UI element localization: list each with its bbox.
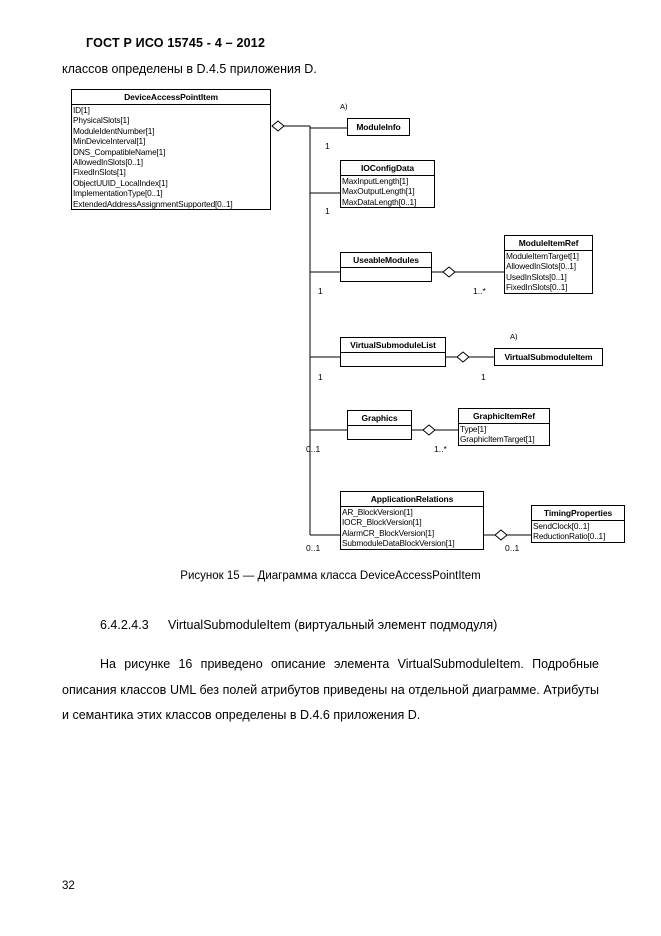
diagram-connectors <box>271 120 531 541</box>
aggregation-diamond-root <box>271 120 285 132</box>
uml-class-title: Graphics <box>361 413 398 423</box>
uml-attribute: Type[1] <box>460 424 487 434</box>
clause-title: VirtualSubmoduleItem (виртуальный элемен… <box>168 618 498 632</box>
uml-class-attributes: MaxInputLength[1] MaxOutputLength[1] Max… <box>341 175 434 207</box>
uml-attribute: SubmoduleDataBlockVersion[1] <box>342 538 455 549</box>
uml-attribute: PhysicalSlots[1] <box>73 115 130 126</box>
uml-attribute: AllowedInSlots[0..1] <box>506 261 576 272</box>
uml-attribute: GraphicItemTarget[1] <box>460 434 535 445</box>
uml-attribute: ObjectUUID_LocalIndex[1] <box>73 177 168 188</box>
uml-attribute: MaxDataLength[0..1] <box>342 196 417 207</box>
uml-class-title: ModuleItemRef <box>518 238 579 248</box>
uml-class-attributes <box>341 267 431 281</box>
uml-class-title: ModuleInfo <box>356 122 401 132</box>
uml-attribute: DNS_CompatibleName[1] <box>73 146 166 157</box>
aggregation-diamond-application-relations <box>494 529 508 541</box>
uml-class-title: DeviceAccessPointItem <box>124 92 218 102</box>
uml-attribute: AllowedInSlots[0..1] <box>73 157 143 168</box>
multiplicity-timing-properties: 0..1 <box>505 543 520 553</box>
uml-class-attributes <box>348 425 411 439</box>
aggregation-diamond-graphics <box>422 424 436 436</box>
body-paragraph: На рисунке 16 приведено описание элемент… <box>62 657 599 722</box>
uml-class-attributes: Type[1] GraphicItemTarget[1] <box>459 423 549 445</box>
multiplicity-module-info: 1 <box>325 141 330 151</box>
multiplicity-io-config-data: 1 <box>325 206 330 216</box>
uml-attribute: MinDeviceInterval[1] <box>73 136 146 147</box>
uml-attribute: AR_BlockVersion[1] <box>342 507 413 517</box>
multiplicity-graphics: 0..1 <box>306 444 321 454</box>
uml-attribute: ImplementationType[0..1] <box>73 188 163 199</box>
aggregation-diamond-virtual-submodule-list <box>456 351 470 363</box>
uml-class-VirtualSubmoduleList: VirtualSubmoduleList <box>340 337 446 367</box>
uml-attribute: IOCR_BlockVersion[1] <box>342 517 422 528</box>
uml-class-attributes <box>341 352 445 366</box>
uml-class-title: VirtualSubmoduleItem <box>504 352 593 362</box>
multiplicity-graphic-item-ref: 1..* <box>434 444 447 454</box>
note-marker-module-info: A) <box>340 102 348 111</box>
uml-attribute: ModuleIdentNumber[1] <box>73 125 155 136</box>
uml-attribute: FixedInSlots[1] <box>73 167 126 178</box>
intro-text-line: классов определены в D.4.5 приложения D. <box>62 62 317 76</box>
uml-class-attributes: ID[1] PhysicalSlots[1] ModuleIdentNumber… <box>72 104 270 209</box>
aggregation-diamond-useable-modules <box>442 266 456 278</box>
uml-class-UseableModules: UseableModules <box>340 252 432 282</box>
uml-class-title: VirtualSubmoduleList <box>350 340 436 350</box>
uml-class-diagram: DeviceAccessPointItem ID[1] PhysicalSlot… <box>0 85 661 555</box>
uml-class-attributes: AR_BlockVersion[1] IOCR_BlockVersion[1] … <box>341 506 483 549</box>
uml-class-VirtualSubmoduleItem: VirtualSubmoduleItem <box>494 348 603 366</box>
uml-class-title: ApplicationRelations <box>370 494 454 504</box>
multiplicity-virtual-submodule-item: 1 <box>481 372 486 382</box>
uml-attribute: ModuleItemTarget[1] <box>506 251 579 261</box>
uml-attribute: SendClock[0..1] <box>533 521 590 531</box>
multiplicity-module-item-ref: 1..* <box>473 286 486 296</box>
uml-attribute: AlarmCR_BlockVersion[1] <box>342 527 435 538</box>
uml-attribute: MaxOutputLength[1] <box>342 186 415 197</box>
uml-attribute: ID[1] <box>73 105 90 115</box>
uml-class-ModuleItemRef: ModuleItemRef ModuleItemTarget[1] Allowe… <box>504 235 593 294</box>
uml-class-title: UseableModules <box>353 255 419 265</box>
uml-attribute: ReductionRatio[0..1] <box>533 531 606 542</box>
uml-class-DeviceAccessPointItem: DeviceAccessPointItem ID[1] PhysicalSlot… <box>71 89 271 211</box>
uml-class-IOConfigData: IOConfigData MaxInputLength[1] MaxOutput… <box>340 160 435 209</box>
uml-attribute: UsedInSlots[0..1] <box>506 271 567 282</box>
document-header-title: ГОСТ Р ИСО 15745 - 4 – 2012 <box>86 36 266 50</box>
uml-class-title: TimingProperties <box>543 508 613 518</box>
clause-number: 6.4.2.4.3 <box>100 618 149 632</box>
uml-class-TimingProperties: TimingProperties SendClock[0..1] Reducti… <box>531 505 625 543</box>
uml-class-Graphics: Graphics <box>347 410 412 440</box>
uml-class-attributes: SendClock[0..1] ReductionRatio[0..1] <box>532 520 624 542</box>
clause-heading: 6.4.2.4.3 VirtualSubmoduleItem (виртуальн… <box>100 618 497 632</box>
figure-caption: Рисунок 15 — Диаграмма класса DeviceAcce… <box>180 570 481 582</box>
multiplicity-virtual-submodule-list: 1 <box>318 372 323 382</box>
uml-class-GraphicItemRef: GraphicItemRef Type[1] GraphicItemTarget… <box>458 408 550 446</box>
note-marker-virtual-submodule-item: A) <box>510 332 518 341</box>
uml-class-title: IOConfigData <box>360 163 415 173</box>
uml-class-title: GraphicItemRef <box>473 411 535 421</box>
uml-attribute: ExtendedAddressAssignmentSupported[0..1] <box>73 198 233 209</box>
uml-attribute: MaxInputLength[1] <box>342 176 409 186</box>
multiplicity-useable-modules: 1 <box>318 286 323 296</box>
uml-attribute: FixedInSlots[0..1] <box>506 282 568 293</box>
page-number: 32 <box>62 880 75 892</box>
uml-class-ApplicationRelations: ApplicationRelations AR_BlockVersion[1] … <box>340 491 484 550</box>
uml-class-attributes: ModuleItemTarget[1] AllowedInSlots[0..1]… <box>505 250 592 293</box>
multiplicity-application-relations: 0..1 <box>306 543 321 553</box>
uml-class-ModuleInfo: ModuleInfo <box>347 118 410 136</box>
